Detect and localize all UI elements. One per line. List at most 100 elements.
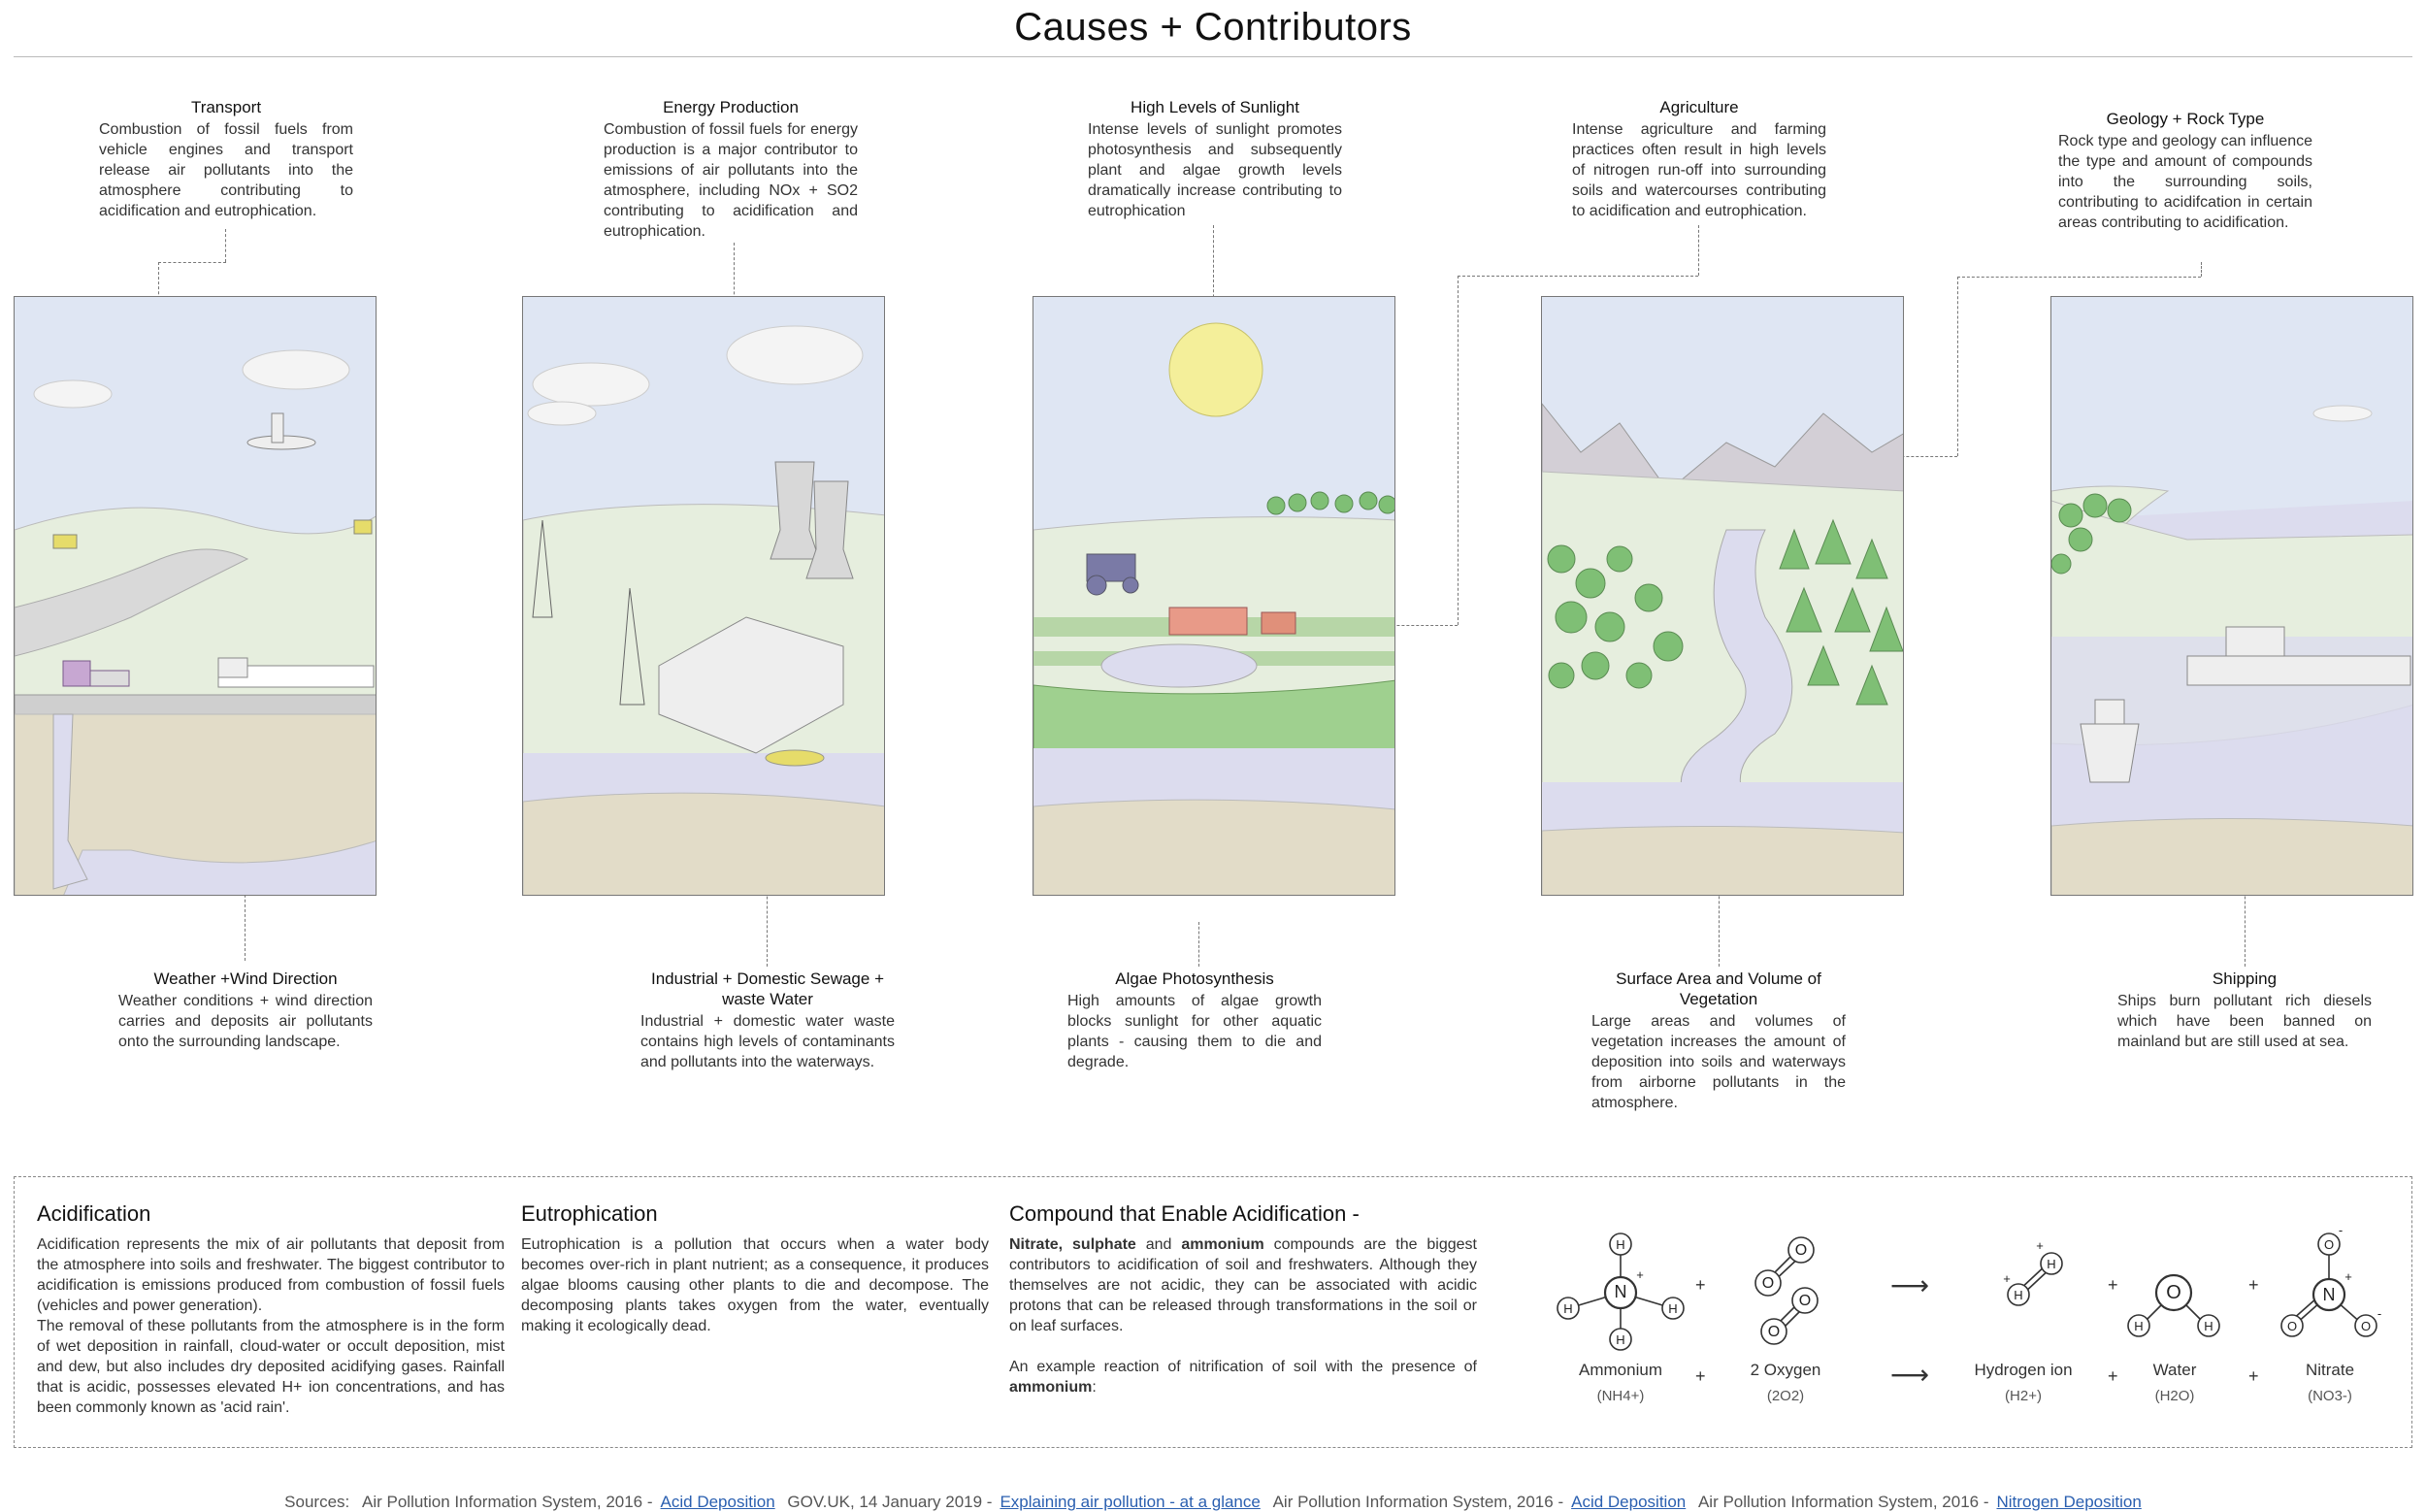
water-molecule [2127,1273,2220,1337]
caption-heading: Shipping [2212,970,2278,988]
info-box [14,1176,2412,1448]
atom-h: H [1616,1237,1624,1252]
ammonium-molecule [1557,1233,1685,1351]
molecule-formula-water: (H2O) [2154,1388,2195,1404]
caption-transport: Transport Combustion of fossil fuels fro… [99,97,353,221]
molecule-label-water: Water [2152,1361,2197,1379]
source-link[interactable]: Acid Deposition [1571,1493,1687,1511]
compound-heading: Compound that Enable Acidification - [1009,1201,1360,1226]
acidification-text: Acidification represents the mix of air … [37,1234,505,1418]
caption-vegetation: Surface Area and Volume of Vegetation La… [1591,969,1846,1113]
caption-heading: Agriculture [1659,98,1739,116]
caption-body: Large areas and volumes of vegetation in… [1591,1013,1846,1111]
caption-heading: Algae Photosynthesis [1115,970,1274,988]
atom-h: H [1616,1332,1624,1347]
molecule-label-hydrogen-ion: Hydrogen ion [1974,1361,2073,1379]
illustration-transport [14,296,377,896]
charge-plus: + [1636,1267,1644,1282]
plus-operator: + [1695,1366,1706,1386]
atom-h: H [2014,1288,2022,1302]
atom-o: O [2287,1319,2297,1333]
compound-bold-2: ammonium [1181,1236,1264,1253]
atom-o: O [1799,1293,1811,1309]
source-text: GOV.UK, 14 January 2019 - [787,1493,993,1511]
molecule-label-nitrate: Nitrate [2305,1361,2355,1379]
leader-line [1458,276,1459,625]
caption-heading: Energy Production [663,98,799,116]
atom-h: H [2204,1319,2213,1333]
caption-energy-production: Energy Production Combustion of fossil f… [604,97,858,242]
caption-sunlight: High Levels of Sunlight Intense levels o… [1088,97,1342,221]
atom-h: H [1563,1301,1572,1316]
molecule-label-ammonium: Ammonium [1579,1361,1662,1379]
leader-line [1458,276,1698,277]
compound-text: Nitrate, sulphate and ammonium compounds… [1009,1234,1477,1397]
caption-weather: Weather +Wind Direction Weather conditio… [118,969,373,1052]
charge-plus: + [2036,1238,2044,1253]
leader-line [2201,262,2202,277]
leader-line [158,262,226,263]
atom-h: H [1668,1301,1677,1316]
caption-body: Rock type and geology can influence the … [2058,133,2312,231]
compound-example: An example reaction of nitrification of … [1009,1359,1477,1375]
illustration-sunlight [1033,296,1395,896]
atom-h: H [2134,1319,2143,1333]
acidification-p1: Acidification represents the mix of air … [37,1236,505,1314]
title-divider [14,56,2412,57]
charge-plus: + [2003,1271,2011,1286]
caption-algae: Algae Photosynthesis High amounts of alg… [1067,969,1322,1072]
charge-plus: + [2344,1269,2352,1284]
plus-operator: + [2248,1366,2259,1386]
compound-example-end: : [1092,1379,1097,1396]
molecule-formula-nitrate: (NO3-) [2308,1388,2352,1404]
source-text: Air Pollution Information System, 2016 - [1697,1493,1989,1511]
atom-o: O [1795,1242,1807,1259]
caption-body: Weather conditions + wind direction carr… [118,993,373,1050]
atom-o: O [2324,1237,2334,1252]
caption-body: Combustion of fossil fuels from vehicle … [99,121,353,219]
caption-heading: Geology + Rock Type [2106,110,2265,128]
source-link[interactable]: Nitrogen Deposition [1996,1493,2142,1511]
caption-heading: Surface Area and Volume of Vegetation [1616,970,1821,1008]
atom-o: O [1762,1275,1774,1292]
caption-geology: Geology + Rock Type Rock type and geolog… [2058,109,2312,233]
atom-o: O [1768,1324,1780,1340]
molecule-formula-hydrogen-ion: (H2+) [2005,1388,2042,1404]
acidification-p2: The removal of these pollutants from the… [37,1318,505,1416]
compound-bold-1: Nitrate, sulphate [1009,1236,1136,1253]
compound-text-1: and [1135,1236,1182,1253]
plus-operator: + [2108,1275,2118,1295]
caption-body: Industrial + domestic water waste contai… [640,1013,895,1070]
source-link[interactable]: Acid Deposition [660,1493,775,1511]
caption-agriculture: Agriculture Intense agriculture and farm… [1572,97,1826,221]
molecule-label-oxygen: 2 Oxygen [1750,1361,1821,1379]
sources-line: Sources: Air Pollution Information Syste… [0,1493,2426,1512]
eutrophication-text: Eutrophication is a pollution that occur… [521,1236,989,1334]
caption-shipping: Shipping Ships burn pollutant rich diese… [2117,969,2372,1052]
caption-body: Intense agriculture and farming practice… [1572,121,1826,219]
leader-line [1957,277,2201,278]
caption-sewage: Industrial + Domestic Sewage + waste Wat… [640,969,895,1072]
compound-example-bold: ammonium [1009,1379,1093,1396]
leader-line [225,229,226,262]
illustration-agriculture [1541,296,1904,896]
molecule-formula-oxygen: (2O2) [1766,1388,1805,1404]
atom-o: O [2166,1282,2181,1303]
caption-body: High amounts of algae growth blocks sunl… [1067,993,1322,1070]
illustration-shipping [2050,296,2413,896]
oxygen-molecule [1754,1236,1819,1345]
caption-body: Ships burn pollutant rich diesels which … [2117,993,2372,1050]
caption-heading: Industrial + Domestic Sewage + waste Wat… [650,970,884,1008]
acidification-heading: Acidification [37,1201,151,1226]
caption-heading: High Levels of Sunlight [1131,98,1299,116]
leader-line [1198,922,1199,967]
charge-minus: - [2339,1225,2343,1237]
leader-line [1957,277,1958,456]
reaction-arrow: ⟶ [1890,1360,1930,1390]
source-link[interactable]: Explaining air pollution - at a glance [1000,1493,1261,1511]
caption-body: Intense levels of sunlight promotes phot… [1088,121,1342,219]
hydrogen-ion-molecule [2007,1252,2063,1306]
plus-operator: + [2248,1275,2259,1295]
illustration-energy [522,296,885,896]
